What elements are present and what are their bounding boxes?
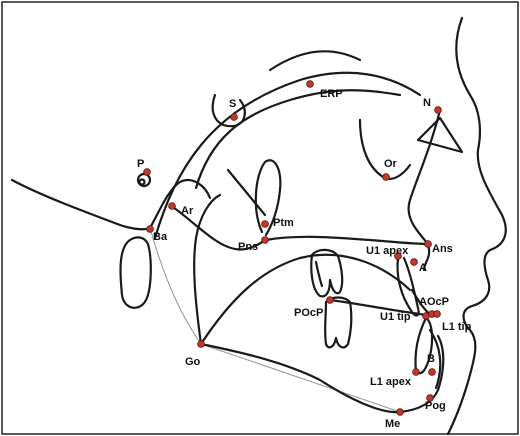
point-erp xyxy=(306,80,314,88)
point-l1-tip xyxy=(433,310,441,318)
symphysis-anterior xyxy=(428,328,442,390)
porion-inner xyxy=(138,178,146,186)
point-ar xyxy=(168,202,176,210)
point-s xyxy=(230,113,238,121)
nasal-orbit-triangle xyxy=(416,116,464,154)
label-pocp: POcP xyxy=(294,307,323,319)
point-u1-apex xyxy=(394,252,402,260)
cranial-base xyxy=(194,89,402,190)
point-ptm xyxy=(261,220,269,228)
label-or: Or xyxy=(384,158,398,170)
label-u1-apex: U1 apex xyxy=(366,245,409,257)
point-pog xyxy=(426,394,434,402)
upper-molar xyxy=(310,248,344,298)
palatal-plane xyxy=(264,235,432,246)
soft-tissue-profile xyxy=(446,16,507,436)
skull-top xyxy=(268,50,362,72)
upper-incisor xyxy=(396,256,420,317)
label-aocp: AOcP xyxy=(419,296,449,308)
point-me xyxy=(396,408,404,416)
sella-turcica xyxy=(211,93,246,128)
point-ba xyxy=(146,225,154,233)
point-or xyxy=(382,173,390,181)
ptm-fissure xyxy=(254,159,282,237)
point-a xyxy=(410,258,418,266)
label-erp: ERP xyxy=(320,88,343,100)
skull-outline xyxy=(153,71,422,240)
label-ans: Ans xyxy=(432,243,453,255)
point-p xyxy=(143,168,151,176)
ramus-posterior xyxy=(193,193,222,346)
point-go xyxy=(197,340,205,348)
label-l1-apex: L1 apex xyxy=(370,376,412,388)
point-pocp xyxy=(326,296,334,304)
orbit-rim xyxy=(358,118,412,180)
pterygoid-line xyxy=(226,168,267,217)
label-go: Go xyxy=(185,356,201,368)
label-ar: Ar xyxy=(181,205,194,217)
point-b xyxy=(428,368,436,376)
label-ptm: Ptm xyxy=(273,217,294,229)
ba-go-line xyxy=(149,227,202,345)
mandible-border xyxy=(199,334,445,414)
point-n xyxy=(434,106,442,114)
ramus-anterior xyxy=(199,253,412,346)
label-pog: Pog xyxy=(425,400,446,412)
point-ans xyxy=(424,240,432,248)
label-ba: Ba xyxy=(153,231,168,243)
mastoid-process xyxy=(119,236,152,309)
point-pns xyxy=(261,236,269,244)
maxilla-profile xyxy=(407,108,442,272)
occipital-line xyxy=(10,178,154,231)
point-l1-apex xyxy=(412,368,420,376)
go-me-line xyxy=(200,343,401,413)
label-me: Me xyxy=(385,418,400,430)
label-u1-tip: U1 tip xyxy=(380,311,411,323)
ar-ptm-line xyxy=(168,203,267,251)
label-b: B xyxy=(427,353,435,365)
molar-root-line xyxy=(314,260,324,288)
label-l1-tip: L1 tip xyxy=(442,321,472,333)
lower-molar xyxy=(324,296,353,349)
label-pns: Pns xyxy=(238,241,258,253)
label-a: A xyxy=(419,262,427,274)
label-n: N xyxy=(423,97,431,109)
label-s: S xyxy=(229,98,236,110)
label-p: P xyxy=(137,158,144,170)
condyle xyxy=(148,179,212,230)
